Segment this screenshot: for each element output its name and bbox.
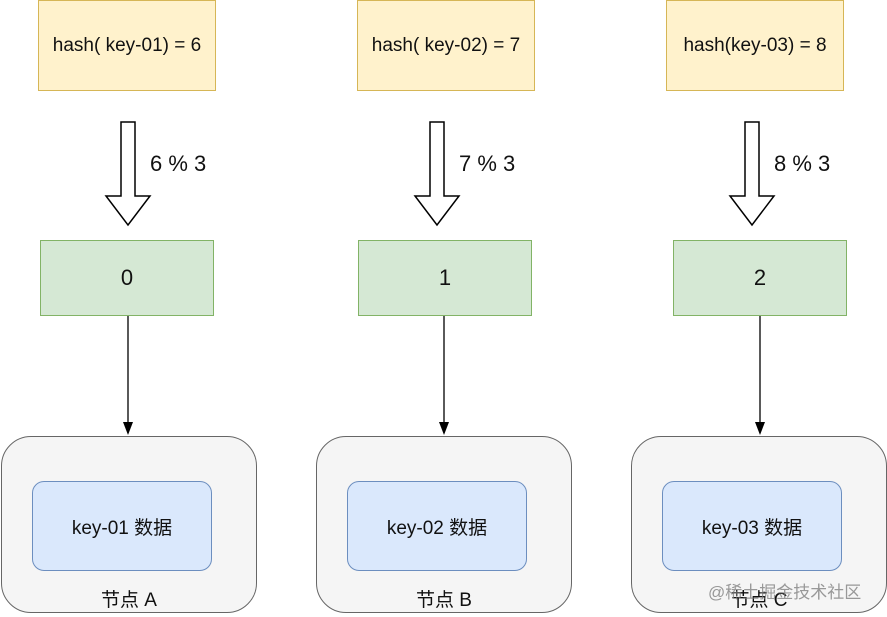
node-label: 节点 B [416, 590, 472, 611]
node-label: 节点 A [101, 590, 157, 611]
down-arrow-icon [439, 316, 449, 435]
slot-box: 2 [673, 240, 847, 316]
slot-label: 1 [438, 265, 452, 290]
data-label: key-01 数据 [71, 517, 173, 539]
modulo-label: 8 % 3 [774, 151, 831, 176]
data-box: key-03 数据 [662, 481, 842, 571]
node-container: key-01 数据 节点 A [1, 436, 257, 613]
slot-label: 0 [120, 265, 134, 290]
watermark: @稀土掘金技术社区 [708, 583, 862, 602]
node-container: key-03 数据 节点 C [631, 436, 887, 613]
hollow-down-arrow-icon [728, 121, 776, 227]
modulo-label: 7 % 3 [459, 151, 516, 176]
data-label: key-03 数据 [701, 517, 803, 539]
data-box: key-01 数据 [32, 481, 212, 571]
hash-box: hash(key-03) = 8 [666, 0, 844, 91]
node-container: key-02 数据 节点 B [316, 436, 572, 613]
hash-label: hash( key-01) = 6 [52, 34, 202, 56]
hash-label: hash(key-03) = 8 [683, 34, 827, 56]
column-key-02: hash( key-02) = 7 7 % 3 1 key-02 数据 节点 B [0, 0, 572, 617]
hash-box: hash( key-02) = 7 [357, 0, 535, 91]
down-arrow-icon [123, 316, 133, 435]
hollow-down-arrow-icon [413, 121, 461, 227]
hash-label: hash( key-02) = 7 [371, 34, 521, 56]
down-arrow-icon [755, 316, 765, 435]
slot-box: 0 [40, 240, 214, 316]
column-key-01: hash( key-01) = 6 6 % 3 0 key-01 数据 节点 A [0, 0, 260, 617]
data-box: key-02 数据 [347, 481, 527, 571]
node-label: 节点 C [730, 590, 788, 611]
slot-label: 2 [753, 265, 767, 290]
data-label: key-02 数据 [386, 517, 488, 539]
hollow-down-arrow-icon [104, 121, 152, 227]
slot-box: 1 [358, 240, 532, 316]
hash-box: hash( key-01) = 6 [38, 0, 216, 91]
modulo-label: 6 % 3 [150, 151, 207, 176]
